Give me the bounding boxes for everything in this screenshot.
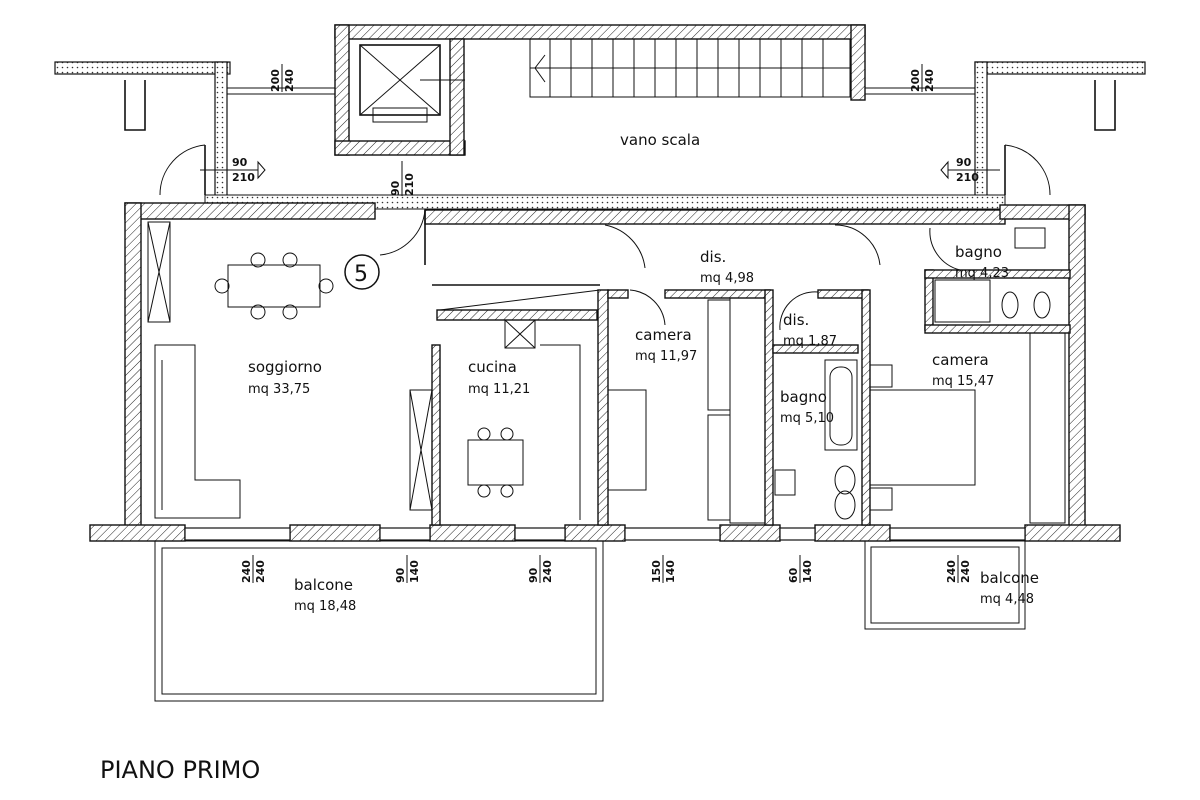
room-label-camera1: camera — [635, 326, 692, 344]
room-area-camera2: mq 15,47 — [932, 374, 994, 389]
dim-win-soggiorno: 240 240 — [240, 555, 267, 583]
svg-text:240: 240 — [923, 69, 936, 92]
dim-win-bagno: 60 140 — [787, 555, 814, 583]
room-area-cucina: mq 11,21 — [468, 382, 530, 397]
svg-text:240: 240 — [959, 560, 972, 583]
dim-door-entry: 90 210 — [389, 161, 416, 196]
svg-text:240: 240 — [945, 560, 958, 583]
interior-walls — [431, 269, 1071, 526]
unit-number: 5 — [354, 262, 368, 287]
plan-title: PIANO PRIMO — [100, 756, 260, 784]
room-label-bagno2: bagno — [955, 243, 1002, 261]
svg-text:200: 200 — [269, 69, 282, 92]
svg-text:200: 200 — [909, 69, 922, 92]
room-label-dis2: dis. — [783, 311, 809, 329]
room-label-dis1: dis. — [700, 248, 726, 266]
dim-win-cucina: 90 240 — [527, 555, 554, 583]
svg-text:140: 140 — [664, 560, 677, 583]
staircase — [529, 38, 851, 98]
dim-door-left: 90 210 — [200, 156, 266, 184]
svg-text:150: 150 — [650, 560, 663, 583]
svg-text:210: 210 — [956, 171, 979, 184]
door-right-landing — [1004, 144, 1051, 196]
room-area-balcone1: mq 18,48 — [294, 599, 356, 614]
svg-text:140: 140 — [801, 560, 814, 583]
svg-text:240: 240 — [240, 560, 253, 583]
svg-text:90: 90 — [389, 180, 402, 196]
apartment-walls — [89, 194, 1121, 542]
interior-doors — [379, 209, 961, 331]
svg-text:240: 240 — [254, 560, 267, 583]
svg-text:90: 90 — [527, 567, 540, 583]
dim-win-top-left: 200 240 — [269, 64, 296, 92]
room-area-balcone2: mq 4,48 — [980, 592, 1034, 607]
room-label-soggiorno: soggiorno — [248, 358, 322, 376]
room-label-balcone2: balcone — [980, 569, 1039, 587]
unit-number-circle — [344, 254, 380, 290]
balcony-right — [864, 540, 1026, 630]
room-label-camera2: camera — [932, 351, 989, 369]
dim-win-top-right: 200 240 — [909, 64, 936, 92]
room-area-bagno1: mq 5,10 — [780, 411, 834, 426]
door-left-landing — [159, 144, 206, 196]
svg-text:210: 210 — [403, 173, 416, 196]
svg-text:90: 90 — [956, 156, 972, 169]
svg-text:90: 90 — [394, 567, 407, 583]
stairwell-block — [54, 24, 1146, 213]
room-label-balcone1: balcone — [294, 576, 353, 594]
svg-text:90: 90 — [232, 156, 248, 169]
room-area-bagno2: mq 4,23 — [955, 266, 1009, 281]
svg-text:140: 140 — [408, 560, 421, 583]
svg-text:240: 240 — [283, 69, 296, 92]
dim-door-right: 90 210 — [940, 156, 1000, 184]
svg-text:240: 240 — [541, 560, 554, 583]
furniture — [147, 221, 1066, 524]
room-area-dis1: mq 4,98 — [700, 271, 754, 286]
dim-win-camera2: 240 240 — [945, 555, 972, 583]
dim-win-sogg2: 90 140 — [394, 555, 421, 583]
room-label-vano-scala: vano scala — [620, 131, 700, 149]
svg-text:210: 210 — [232, 171, 255, 184]
dim-win-camera1: 150 140 — [650, 555, 677, 583]
room-area-camera1: mq 11,97 — [635, 349, 697, 364]
room-label-cucina: cucina — [468, 358, 517, 376]
room-area-soggiorno: mq 33,75 — [248, 382, 310, 397]
balcony-left — [154, 540, 604, 702]
room-area-dis2: mq 1,87 — [783, 334, 837, 349]
svg-text:60: 60 — [787, 567, 800, 583]
room-label-bagno1: bagno — [780, 388, 827, 406]
